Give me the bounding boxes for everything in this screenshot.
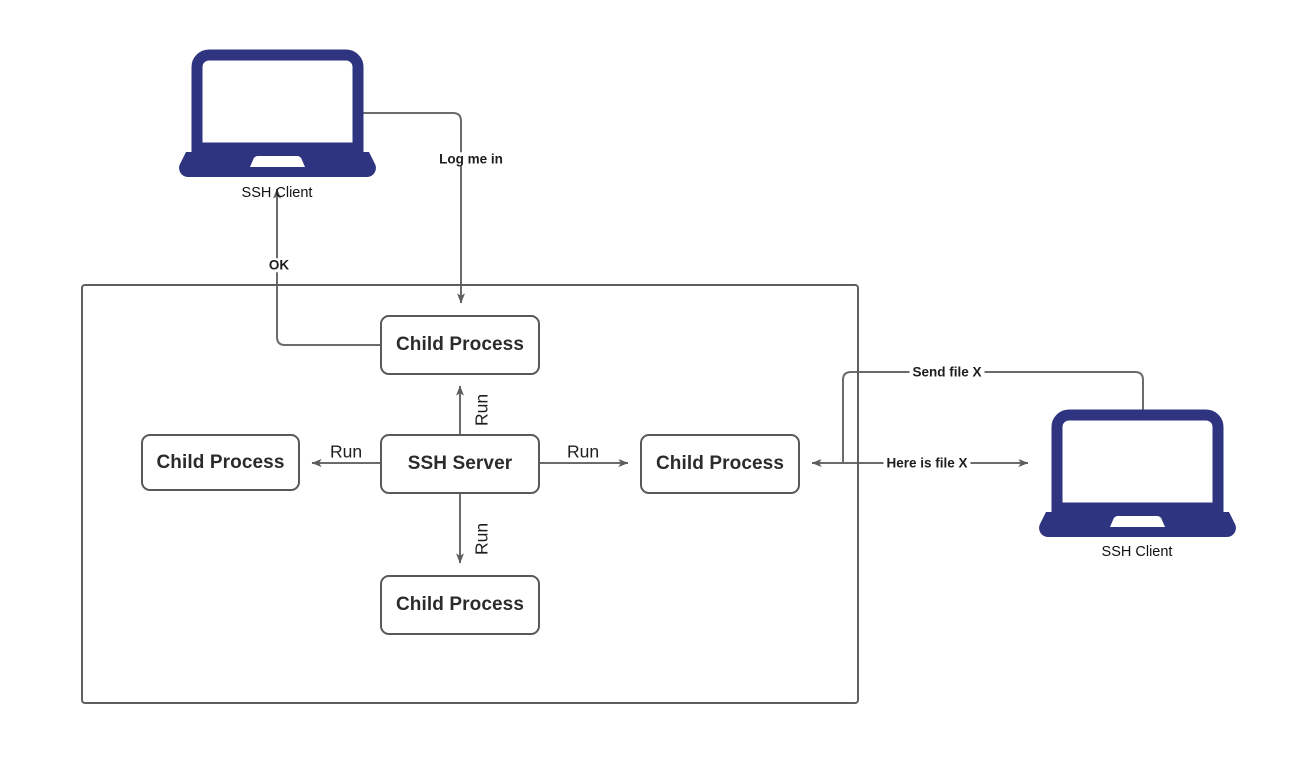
edge-label-log-me-in: Log me in — [436, 152, 506, 166]
edge-label-ok: OK — [265, 258, 293, 272]
laptop-icon — [1039, 409, 1236, 537]
node-child-process-bottom[interactable]: Child Process — [380, 575, 540, 635]
node-ssh-server[interactable]: SSH Server — [380, 434, 540, 494]
device-caption-ssh-client-bottom-right: SSH Client — [1101, 544, 1173, 560]
edge-path-login-ok — [273, 188, 380, 346]
edge-label-run-bottom: Run — [471, 519, 491, 559]
device-caption-ssh-client-top-left: SSH Client — [241, 185, 313, 201]
ssh-server-host-boundary — [81, 284, 859, 704]
edge-label-here-is-file-x: Here is file X — [883, 456, 971, 470]
edge-label-send-file-x: Send file X — [909, 365, 985, 379]
edge-label-run-left: Run — [326, 443, 366, 461]
node-child-process-left[interactable]: Child Process — [141, 434, 300, 491]
edge-path-login-request — [357, 112, 465, 304]
node-child-process-right[interactable]: Child Process — [640, 434, 800, 494]
edge-label-run-top: Run — [471, 390, 491, 430]
laptop-icon — [179, 49, 376, 177]
node-child-process-top[interactable]: Child Process — [380, 315, 540, 375]
edge-path-send-file — [842, 371, 1144, 462]
edge-label-run-right: Run — [563, 443, 603, 461]
